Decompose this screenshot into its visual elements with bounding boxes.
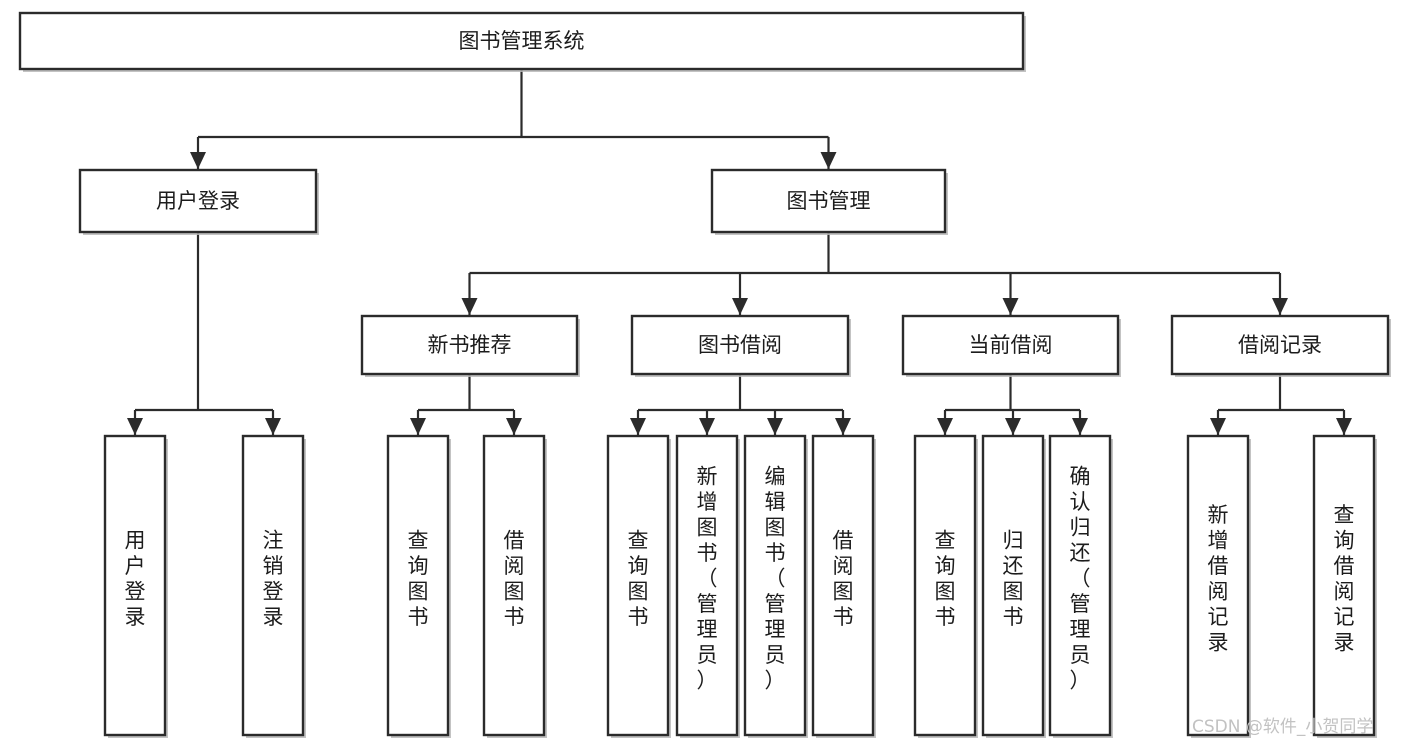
node-leaf-add-record-label: 新增借阅记录 <box>1208 503 1229 655</box>
node-leaf-query-book-1-rect[interactable] <box>386 434 450 737</box>
arrow-head-icon-user-login-to-leaf-user-login <box>127 418 143 435</box>
node-leaf-borrow-book-2-label: 借阅图书 <box>833 528 854 629</box>
node-leaf-edit-book-label: 编辑图书（管理员） <box>765 465 786 693</box>
node-leaf-query-record[interactable]: 查询借阅记录 <box>1312 434 1377 738</box>
arrow-head-icon-new-book-recommend-to-leaf-borrow-book-1 <box>506 418 522 435</box>
node-book-borrow-rect[interactable] <box>630 314 850 376</box>
arrow-head-icon-root-to-user-login <box>190 152 206 169</box>
arrow-head-icon-book-manage-to-current-borrow <box>1002 298 1019 315</box>
arrow-head-icon-book-borrow-to-leaf-edit-book <box>767 418 783 435</box>
node-leaf-add-record[interactable]: 新增借阅记录 <box>1186 434 1251 738</box>
node-root-book-management-system[interactable]: 图书管理系统 <box>18 11 1026 72</box>
node-leaf-query-book-3-label: 查询图书 <box>935 528 956 629</box>
node-leaf-query-book-1[interactable]: 查询图书 <box>386 434 451 738</box>
node-book-manage-rect[interactable] <box>710 168 947 234</box>
node-leaf-query-record-rect[interactable] <box>1312 434 1376 737</box>
node-leaf-user-logout[interactable]: 注销登录 <box>241 434 306 738</box>
node-leaf-borrow-book-1-rect[interactable] <box>482 434 546 737</box>
node-leaf-return-book[interactable]: 归还图书 <box>981 434 1046 738</box>
arrow-head-icon-book-manage-to-new-book-recommend <box>461 298 478 315</box>
arrow-head-icon-book-manage-to-book-borrow <box>732 298 748 315</box>
node-leaf-query-record-label: 查询借阅记录 <box>1334 503 1355 655</box>
node-borrow-record-label: 借阅记录 <box>1238 333 1322 357</box>
node-borrow-record[interactable]: 借阅记录 <box>1170 314 1391 377</box>
arrow-head-icon-borrow-record-to-leaf-add-record <box>1210 418 1226 435</box>
node-new-book-recommend-rect[interactable] <box>360 314 579 376</box>
node-leaf-user-login-label: 用户登录 <box>125 528 146 629</box>
node-user-login-rect[interactable] <box>78 168 318 234</box>
node-leaf-add-book-label: 新增图书（管理员） <box>697 465 718 693</box>
node-borrow-record-rect[interactable] <box>1170 314 1390 376</box>
node-leaf-user-login[interactable]: 用户登录 <box>103 434 168 738</box>
node-leaf-add-book[interactable]: 新增图书（管理员） <box>675 434 740 738</box>
node-leaf-query-book-2-label: 查询图书 <box>628 528 649 629</box>
node-book-manage[interactable]: 图书管理 <box>710 168 948 235</box>
node-leaf-query-book-2-rect[interactable] <box>606 434 670 737</box>
node-leaf-borrow-book-2[interactable]: 借阅图书 <box>811 434 876 738</box>
node-current-borrow-label: 当前借阅 <box>969 333 1053 357</box>
arrow-head-icon-current-borrow-to-leaf-confirm-return <box>1072 418 1088 435</box>
node-leaf-query-book-3-rect[interactable] <box>913 434 977 737</box>
node-leaf-query-book-3[interactable]: 查询图书 <box>913 434 978 738</box>
arrow-head-icon-root-to-book-manage <box>820 152 837 169</box>
arrow-head-icon-new-book-recommend-to-leaf-query-book-1 <box>410 418 426 435</box>
node-leaf-query-book-1-label: 查询图书 <box>408 528 429 629</box>
node-user-login-label: 用户登录 <box>156 189 240 213</box>
arrow-head-icon-current-borrow-to-leaf-query-book-3 <box>937 418 953 435</box>
node-leaf-user-logout-label: 注销登录 <box>263 528 284 629</box>
arrow-head-icon-borrow-record-to-leaf-query-record <box>1336 418 1352 435</box>
node-leaf-edit-book[interactable]: 编辑图书（管理员） <box>743 434 808 738</box>
node-new-book-recommend[interactable]: 新书推荐 <box>360 314 580 377</box>
node-leaf-add-record-rect[interactable] <box>1186 434 1250 737</box>
node-leaf-confirm-return[interactable]: 确认归还（管理员） <box>1048 434 1113 738</box>
node-leaf-borrow-book-1[interactable]: 借阅图书 <box>482 434 547 738</box>
node-book-borrow-label: 图书借阅 <box>698 333 782 357</box>
node-new-book-recommend-label: 新书推荐 <box>428 333 512 357</box>
connector-layer <box>127 69 1352 435</box>
node-leaf-edit-book-rect[interactable] <box>743 434 807 737</box>
node-root-book-management-system-label: 图书管理系统 <box>459 29 585 53</box>
arrow-head-icon-user-login-to-leaf-user-logout <box>265 418 281 435</box>
arrow-head-icon-book-borrow-to-leaf-borrow-book-2 <box>835 418 851 435</box>
node-leaf-borrow-book-1-label: 借阅图书 <box>504 528 525 629</box>
node-user-login[interactable]: 用户登录 <box>78 168 319 235</box>
node-leaf-return-book-rect[interactable] <box>981 434 1045 737</box>
node-layer: 图书管理系统用户登录图书管理新书推荐图书借阅当前借阅借阅记录用户登录注销登录查询… <box>18 11 1391 738</box>
node-book-borrow[interactable]: 图书借阅 <box>630 314 851 377</box>
node-leaf-add-book-rect[interactable] <box>675 434 739 737</box>
arrow-head-icon-book-manage-to-borrow-record <box>1272 298 1288 315</box>
node-leaf-confirm-return-rect[interactable] <box>1048 434 1112 737</box>
node-leaf-query-book-2[interactable]: 查询图书 <box>606 434 671 738</box>
node-current-borrow-rect[interactable] <box>901 314 1120 376</box>
node-leaf-return-book-label: 归还图书 <box>1003 528 1024 629</box>
node-leaf-user-login-rect[interactable] <box>103 434 167 737</box>
watermark-label: CSDN @软件_小贺同学 <box>1192 717 1373 737</box>
arrow-head-icon-current-borrow-to-leaf-return-book <box>1005 418 1021 435</box>
node-current-borrow[interactable]: 当前借阅 <box>901 314 1121 377</box>
node-book-manage-label: 图书管理 <box>787 189 871 213</box>
arrow-head-icon-book-borrow-to-leaf-add-book <box>699 418 715 435</box>
node-leaf-user-logout-rect[interactable] <box>241 434 305 737</box>
node-leaf-borrow-book-2-rect[interactable] <box>811 434 875 737</box>
node-root-book-management-system-rect[interactable] <box>18 11 1025 71</box>
arrow-head-icon-book-borrow-to-leaf-query-book-2 <box>630 418 646 435</box>
node-leaf-confirm-return-label: 确认归还（管理员） <box>1070 465 1091 693</box>
